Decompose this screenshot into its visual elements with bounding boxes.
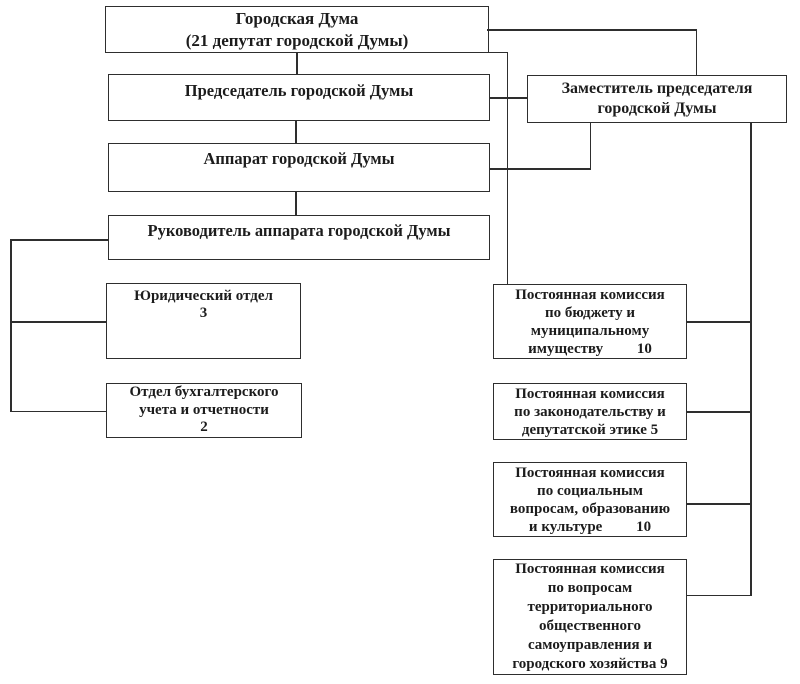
connector-deputy-to-apparatus-vertical <box>589 123 591 170</box>
connector-duma-to-deputy-horizontal <box>487 29 697 31</box>
org-box-city-duma: Городская Дума (21 депутат городской Дум… <box>105 6 489 53</box>
connector-stub-legal-department <box>10 321 106 323</box>
org-box-accounting-department: Отдел бухгалтерского учета и отчетности … <box>106 383 302 438</box>
connector-stub-commission-territorial <box>687 594 751 596</box>
connector-duma-bottom-extension <box>489 51 508 53</box>
org-box-commission-territorial: Постоянная комиссия по вопросам территор… <box>493 559 687 675</box>
connector-chairman-to-deputy <box>490 97 527 99</box>
org-box-commission-social: Постоянная комиссия по социальным вопрос… <box>493 462 687 537</box>
connector-apparatus-to-head <box>295 192 297 215</box>
org-box-chairman: Председатель городской Думы <box>108 74 490 121</box>
connector-head-to-left-spine <box>10 239 108 241</box>
connector-left-spine <box>10 239 12 412</box>
org-box-apparatus: Аппарат городской Думы <box>108 143 490 192</box>
connector-stub-commission-budget <box>687 321 751 323</box>
org-box-legal-department: Юридический отдел 3 <box>106 283 301 359</box>
org-box-commission-budget: Постоянная комиссия по бюджету и муницип… <box>493 284 687 359</box>
connector-stub-accounting-department <box>10 410 106 412</box>
org-box-deputy-chairman: Заместитель председателя городской Думы <box>527 75 787 123</box>
connector-chairman-to-apparatus <box>295 121 297 143</box>
org-box-apparatus-head: Руководитель аппарата городской Думы <box>108 215 490 260</box>
connector-duma-to-chairman <box>296 53 298 75</box>
connector-duma-to-deputy-vertical <box>695 29 697 75</box>
connector-stub-commission-legislation <box>687 411 751 413</box>
org-box-commission-legislation: Постоянная комиссия по законодательству … <box>493 383 687 440</box>
connector-right-spine <box>750 123 752 596</box>
connector-stub-commission-social <box>687 503 751 505</box>
connector-apparatus-to-deputy-horizontal <box>490 168 591 170</box>
